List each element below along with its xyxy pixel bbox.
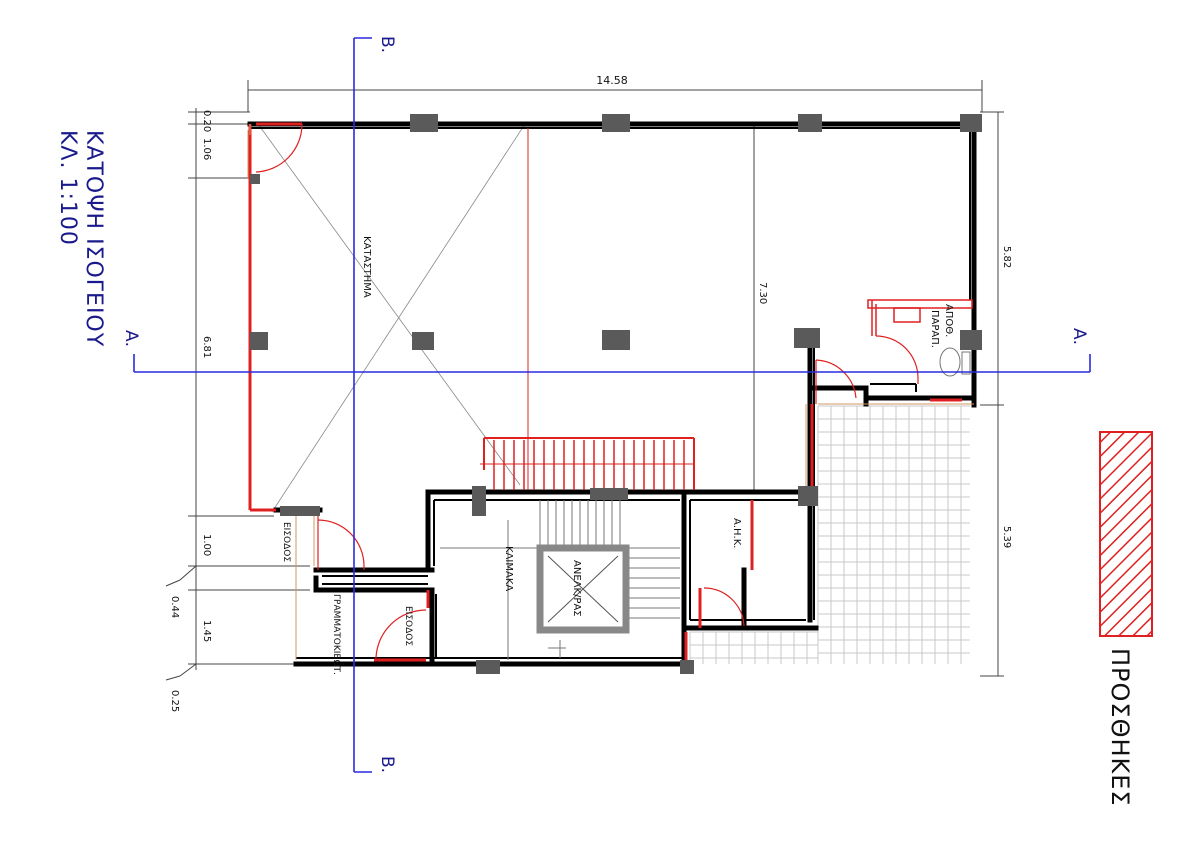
room-label-mailboxes: ΓΡΑΜΜΑΤΟΚΙΒΩΤ. [331, 594, 341, 675]
drawing-title: ΚΑΤΟΨΗ ΙΣΟΓΕΙΟΥ ΚΛ. 1:100 [55, 130, 132, 420]
room-label-stairs: ΚΛΙΜΑΚΑ [503, 546, 514, 591]
room-label-wc: ΠΑΡΑΠ. [929, 310, 940, 348]
walls [247, 115, 981, 667]
dim-left-0-25: 0.25 [169, 690, 180, 712]
staircase [440, 500, 680, 660]
section-lines [133, 37, 1091, 773]
dim-left-1-06: 1.06 [201, 138, 212, 160]
toilet-fixture [939, 347, 971, 377]
dim-left-0-44: 0.44 [169, 596, 180, 618]
legend-label: ΠΡΟΣΘΗΚΕΣ [1106, 648, 1134, 807]
elevator-shaft [536, 544, 630, 634]
room-label-entrance-1: ΕΙΣΟΔΟΣ [281, 522, 291, 562]
columns [250, 114, 982, 674]
room-label-store: ΚΑΤΑΣΤΗΜΑ [361, 236, 372, 298]
room-label-substation: Α.Η.Κ. [731, 518, 742, 548]
thin-walls [250, 127, 978, 659]
dim-right-5-82: 5.82 [1001, 246, 1012, 268]
dim-overall-width: 14.58 [596, 74, 628, 87]
dim-left-6-81: 6.81 [201, 336, 212, 358]
dim-left-1-00: 1.00 [201, 534, 212, 556]
section-mark-a-left: Α. [121, 330, 141, 347]
title-scale: ΚΛ. 1:100 [55, 130, 80, 246]
room-label-storage: ΑΠΟΘ. [943, 304, 954, 337]
dim-interior-7-30: 7.30 [757, 282, 768, 304]
dimension-lines [165, 80, 1004, 681]
dim-left-1-45: 1.45 [201, 620, 212, 642]
tiled-patio [689, 405, 970, 664]
void-cross [257, 123, 526, 513]
title-main: ΚΑΤΟΨΗ ΙΣΟΓΕΙΟΥ [81, 130, 106, 348]
dim-right-5-39: 5.39 [1001, 526, 1012, 548]
existing-partitions [247, 124, 974, 660]
section-mark-a-right: Α. [1069, 328, 1089, 345]
room-label-elevator: ΑΝΕΛΚ/ΡΑΣ [571, 560, 582, 617]
dim-left-0-20: 0.20 [201, 110, 212, 132]
additions [248, 122, 973, 662]
legend-swatch [1099, 431, 1153, 637]
section-mark-b-bottom: Β. [377, 756, 397, 773]
section-mark-b-top: Β. [377, 36, 397, 53]
room-label-entrance-2: ΕΙΣΟΔΟΣ [403, 606, 413, 646]
